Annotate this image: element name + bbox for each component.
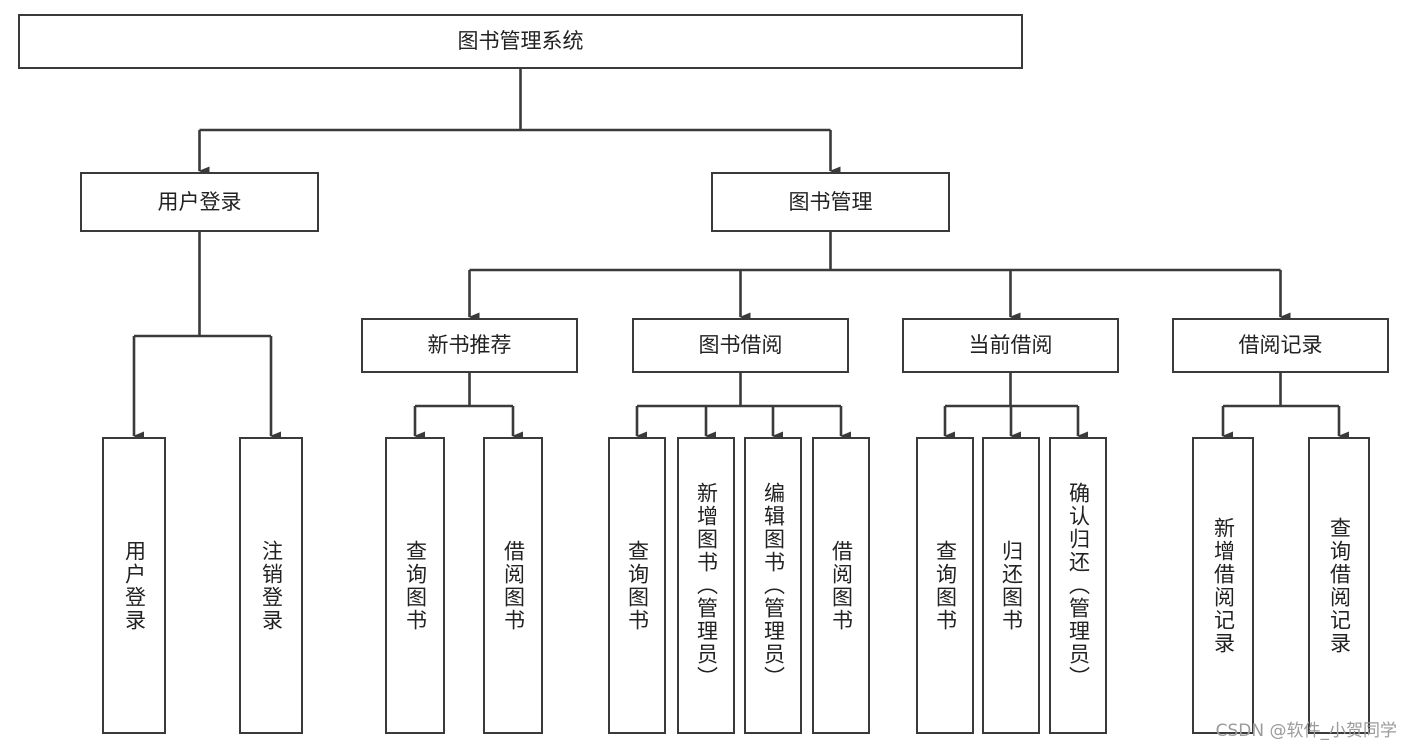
node-root[interactable]: 图书管理系统 (18, 14, 1023, 69)
node-label: 注销登录 (259, 539, 284, 632)
node-label: 借阅图书 (501, 539, 526, 632)
node-label: 新书推荐 (427, 333, 512, 358)
node-book-borrow[interactable]: 图书借阅 (632, 318, 849, 373)
watermark-label: CSDN @软件_小贺同学 (1215, 721, 1397, 741)
node-label: 借阅图书 (829, 539, 854, 632)
node-leaf-return-book[interactable]: 归还图书 (982, 437, 1040, 734)
node-leaf-borrow-book[interactable]: 借阅图书 (812, 437, 870, 734)
node-leaf-query-record[interactable]: 查询借阅记录 (1308, 437, 1370, 734)
node-leaf-logout[interactable]: 注销登录 (239, 437, 303, 734)
node-label: 用户登录 (157, 189, 242, 214)
node-leaf-edit-book[interactable]: 编辑图书（管理员） (744, 437, 802, 734)
node-label: 查询图书 (403, 539, 428, 632)
node-current-borrow[interactable]: 当前借阅 (902, 318, 1119, 373)
node-label: 用户登录 (122, 539, 147, 632)
node-leaf-add-record[interactable]: 新增借阅记录 (1192, 437, 1254, 734)
node-leaf-user-login[interactable]: 用户登录 (102, 437, 166, 734)
node-label: 查询图书 (625, 539, 650, 632)
node-leaf-query-book-borrow[interactable]: 查询图书 (608, 437, 666, 734)
node-label: 编辑图书（管理员） (761, 482, 786, 689)
node-leaf-add-book[interactable]: 新增图书（管理员） (677, 437, 735, 734)
node-leaf-confirm-return[interactable]: 确认归还（管理员） (1049, 437, 1107, 734)
node-label: 图书管理 (788, 189, 873, 214)
node-borrow-record[interactable]: 借阅记录 (1172, 318, 1389, 373)
node-label: 借阅记录 (1238, 333, 1323, 358)
node-label: 归还图书 (999, 539, 1024, 632)
node-label: 查询图书 (933, 539, 958, 632)
node-leaf-query-book-rec[interactable]: 查询图书 (385, 437, 445, 734)
node-user-login[interactable]: 用户登录 (80, 172, 319, 232)
node-leaf-query-book-current[interactable]: 查询图书 (916, 437, 974, 734)
node-book-manage[interactable]: 图书管理 (711, 172, 950, 232)
node-new-book-recommend[interactable]: 新书推荐 (361, 318, 578, 373)
node-leaf-borrow-book-rec[interactable]: 借阅图书 (483, 437, 543, 734)
node-label: 新增图书（管理员） (694, 482, 719, 689)
node-label: 新增借阅记录 (1211, 516, 1236, 655)
node-label: 图书管理系统 (457, 29, 584, 54)
node-label: 确认归还（管理员） (1066, 482, 1091, 689)
node-label: 当前借阅 (968, 333, 1053, 358)
node-label: 查询借阅记录 (1327, 516, 1352, 655)
node-label: 图书借阅 (698, 333, 783, 358)
